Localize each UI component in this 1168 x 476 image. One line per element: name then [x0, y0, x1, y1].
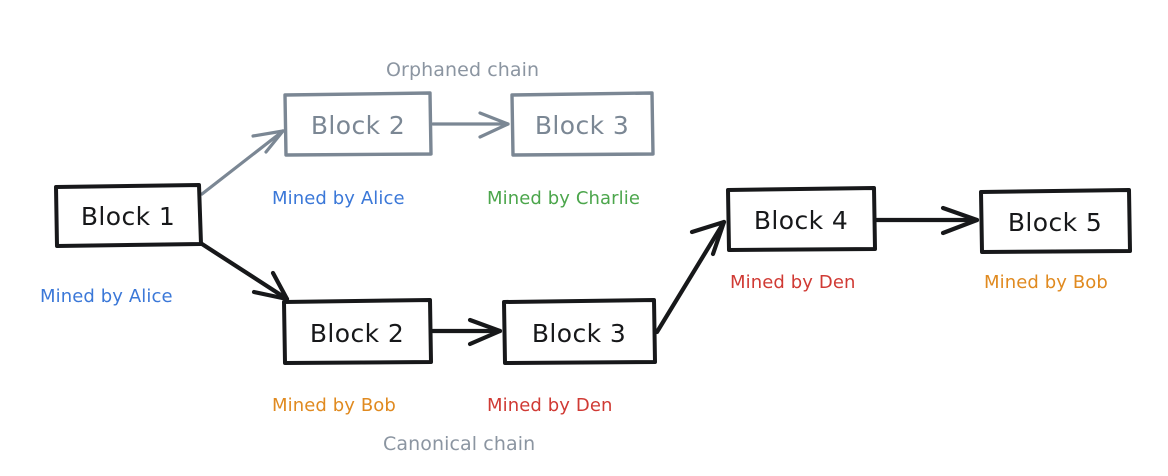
orphan-block-2-label: Block 2 [311, 111, 405, 140]
orphan-block-3-box[interactable] [510, 91, 655, 157]
canonical-block-5-label: Block 5 [1008, 208, 1102, 237]
orphan-block-2[interactable]: Block 2 [283, 91, 433, 157]
canonical-block-4-miner-label: Mined by Den [730, 272, 856, 293]
arrow-canonical2-to-canonical3 [430, 317, 503, 347]
canonical-block-4-label: Block 4 [754, 206, 848, 235]
block-1-box[interactable] [54, 183, 203, 248]
canonical-block-5-box[interactable] [979, 188, 1132, 254]
canonical-block-3-box[interactable] [502, 298, 657, 365]
orphan-block-2-box[interactable] [283, 91, 433, 157]
orphan-block-3-miner-label: Mined by Charlie [487, 188, 640, 209]
canonical-block-2-label: Block 2 [310, 319, 404, 348]
orphaned-chain-label: Orphaned chain [386, 59, 539, 81]
canonical-block-4-box[interactable] [726, 186, 877, 252]
arrow-canonical3-to-block4 [654, 219, 727, 335]
orphan-block-3[interactable]: Block 3 [510, 91, 655, 157]
orphan-block-3-label: Block 3 [535, 111, 629, 140]
canonical-block-4[interactable]: Block 4 [726, 186, 877, 252]
canonical-block-5[interactable]: Block 5 [979, 188, 1132, 254]
arrow-block4-to-block5 [874, 205, 980, 236]
canonical-chain-label: Canonical chain [383, 433, 535, 455]
canonical-block-3-label: Block 3 [532, 319, 626, 348]
block-1[interactable]: Block 1 [54, 183, 203, 248]
canonical-block-3[interactable]: Block 3 [502, 298, 657, 365]
block-1-miner-label: Mined by Alice [40, 286, 173, 307]
canonical-block-3-miner-label: Mined by Den [487, 395, 613, 416]
canonical-block-5-miner-label: Mined by Bob [984, 272, 1108, 293]
arrow-block1-to-canonical2 [199, 241, 290, 302]
arrow-layer [199, 111, 980, 347]
canonical-block-2-box[interactable] [282, 298, 433, 365]
canonical-block-2-miner-label: Mined by Bob [272, 395, 396, 416]
arrow-orphan2-to-orphan3 [431, 111, 510, 139]
canonical-block-2[interactable]: Block 2 [282, 298, 433, 365]
arrow-block1-to-orphan2 [200, 129, 285, 196]
orphan-block-2-miner-label: Mined by Alice [272, 188, 405, 209]
block-1-label: Block 1 [81, 202, 175, 231]
